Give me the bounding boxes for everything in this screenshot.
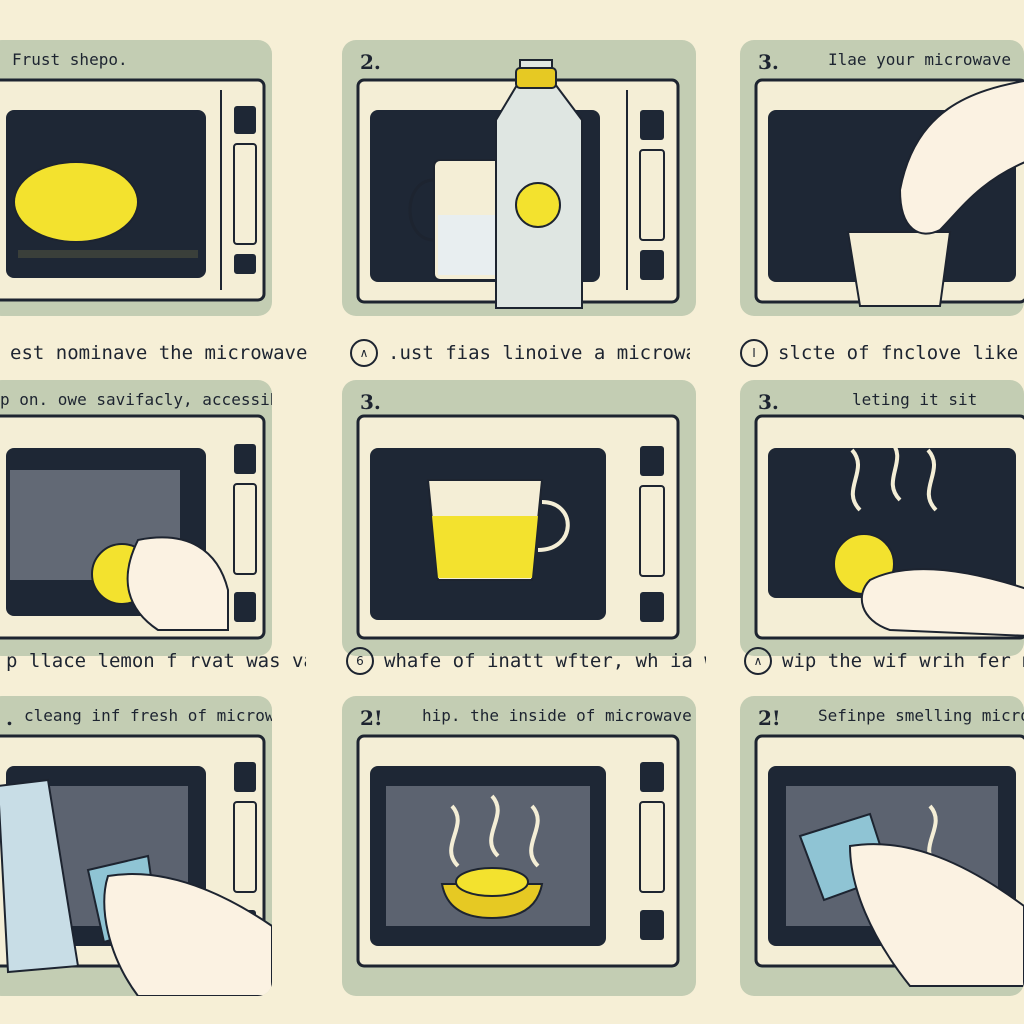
step-panel-9: 2! Sefinpe smelling microwave (740, 696, 1024, 996)
wiping-with-towel-illustration (0, 734, 272, 996)
step-panel-8: 2! hip. the inside of microwave (342, 696, 696, 996)
step-panel-4: p on. owe savifacly, accessiblt (0, 380, 272, 656)
step-number: 3. (758, 390, 779, 414)
step-number: 3. (360, 390, 381, 414)
caption-text: est nominave the microwave. (10, 342, 310, 364)
panel-title: Ilae your microwave (828, 50, 1012, 69)
caption-text: slcte of fnclove like a wif (778, 342, 1024, 364)
panel-title: leting it sit (852, 390, 978, 409)
step-caption-2: ∧ .ust fias linoive a microwave. (350, 336, 690, 370)
panel-title: Frust shepo. (12, 50, 128, 69)
panel-title: hip. the inside of microwave (422, 706, 692, 725)
caption-text: wip the wif wrih fer mo (782, 650, 1024, 672)
step-number: . (6, 706, 13, 730)
wiping-clean-microwave-illustration (754, 734, 1024, 987)
step-badge-icon: 6 (346, 647, 374, 675)
caption-text: .ust fias linoive a microwave. (388, 342, 690, 364)
step-caption-6: ∧ wip the wif wrih fer mo (744, 644, 1024, 678)
step-number: 2. (360, 50, 381, 74)
steam-and-lemon-illustration (754, 414, 1024, 640)
step-panel-6: 3. leting it sit (740, 380, 1024, 656)
step-number: 3. (758, 50, 779, 74)
caption-text: p llace lemon f rvat was vater (6, 650, 306, 672)
step-panel-7: . cleang inf fresh of microwave (0, 696, 272, 996)
step-number: 2! (360, 706, 383, 730)
step-caption-5: 6 whafe of inatt wfter, wh ia wom. (346, 644, 706, 678)
steaming-lemon-bowl-illustration (356, 734, 680, 968)
microwave-with-lemon-illustration (0, 78, 266, 302)
panel-title: cleang inf fresh of microwave (24, 706, 272, 725)
step-panel-2: 2. (342, 40, 696, 316)
panel-title: p on. owe savifacly, accessiblt (0, 390, 272, 409)
step-panel-5: 3. (342, 380, 696, 656)
cup-of-lemon-water-illustration (356, 414, 680, 640)
hand-placing-bowl-illustration (754, 78, 1024, 307)
step-badge-icon: ∧ (744, 647, 772, 675)
step-number: 2! (758, 706, 781, 730)
step-caption-3: I slcte of fnclove like a wif (740, 336, 1024, 370)
step-badge-icon: I (740, 339, 768, 367)
step-caption-4: p llace lemon f rvat was vater (6, 644, 306, 678)
caption-text: whafe of inatt wfter, wh ia wom. (384, 650, 706, 672)
step-caption-1: est nominave the microwave. (10, 336, 310, 370)
step-badge-icon: ∧ (350, 339, 378, 367)
panel-title: Sefinpe smelling microwave (818, 706, 1024, 725)
step-panel-3: 3. Ilae your microwave (740, 40, 1024, 316)
microwave-cup-bottle-illustration (356, 59, 680, 309)
hand-squeezing-lemon-illustration (0, 414, 266, 640)
step-panel-1: Frust shepo. (0, 40, 272, 316)
